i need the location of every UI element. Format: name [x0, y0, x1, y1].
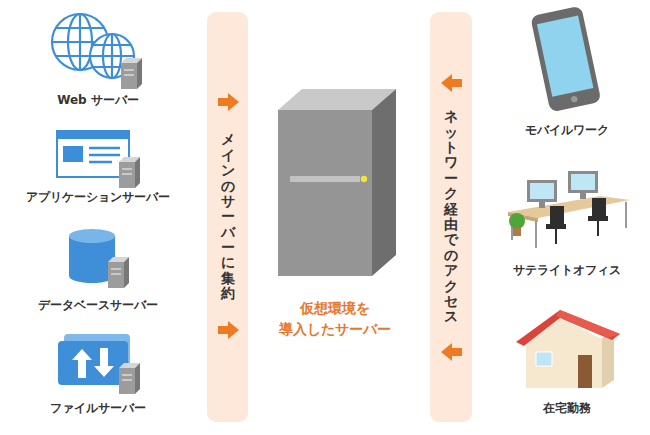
- right-arrow: [218, 93, 239, 111]
- node-label: データベースサーバー: [38, 297, 158, 313]
- right-arrow: [218, 321, 239, 339]
- node-label: 在宅勤務: [543, 400, 591, 416]
- left-arrow: [441, 74, 462, 92]
- node-label: モバイルワーク: [525, 122, 609, 138]
- virtual-server: 仮想環境を 導入したサーバー: [261, 85, 409, 340]
- flow-band: ネットワーク経由でのアクセス: [430, 12, 472, 422]
- server-item: データベースサーバー: [25, 222, 170, 313]
- server-tower: [119, 363, 140, 394]
- flow-band: メインのサーバーに集約: [207, 12, 248, 422]
- server-tower: [121, 58, 142, 89]
- window-icon: [57, 131, 129, 177]
- client-item: モバイルワーク: [502, 8, 632, 138]
- band-ground: [207, 12, 248, 422]
- left-arrow: [441, 343, 462, 361]
- node-label: アプリケーションサーバー: [26, 189, 170, 205]
- house-icon: [516, 310, 620, 388]
- tablet-icon: [530, 6, 601, 113]
- node-label: ファイルサーバー: [50, 400, 146, 416]
- node-label: ネットワーク経由でのアクセス: [444, 109, 458, 324]
- server-item: ファイルサーバー: [25, 335, 170, 416]
- server-tower: [119, 157, 140, 188]
- server-tower: [108, 257, 129, 288]
- node-label: サテライトオフィス: [513, 262, 621, 278]
- client-item: サテライトオフィス: [498, 165, 636, 278]
- band-ground: [430, 12, 472, 422]
- node-label: 仮想環境を 導入したサーバー: [265, 298, 405, 340]
- node-label: メインのサーバーに集約: [221, 132, 235, 301]
- server-item: アプリケーションサーバー: [18, 125, 178, 205]
- office-icon: [508, 171, 630, 248]
- server-illustration: [278, 89, 396, 276]
- client-item: 在宅勤務: [508, 305, 626, 416]
- server-item: Web サーバー: [28, 8, 168, 108]
- node-label: Web サーバー: [57, 92, 139, 108]
